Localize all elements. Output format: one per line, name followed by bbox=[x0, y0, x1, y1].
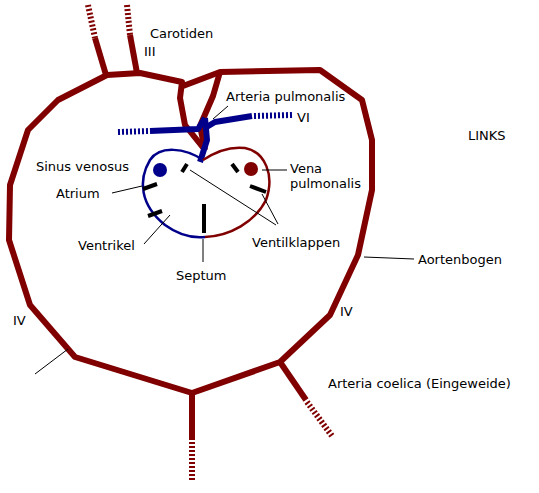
side-label: LINKS bbox=[468, 128, 506, 143]
leader-line bbox=[262, 194, 278, 224]
pulmonary-vein-dot bbox=[244, 162, 258, 176]
part-label: Sinus venosus bbox=[36, 159, 129, 174]
valve bbox=[250, 186, 266, 192]
valve bbox=[232, 164, 238, 172]
coeliac-dashed bbox=[307, 402, 332, 436]
part-label: Septum bbox=[176, 268, 227, 283]
heart-arterial-side bbox=[203, 148, 269, 237]
arch-number: IV bbox=[13, 313, 26, 328]
valve bbox=[148, 211, 162, 216]
septum bbox=[202, 204, 206, 233]
arch-number: III bbox=[144, 44, 156, 59]
leader-line bbox=[262, 170, 287, 171]
leader-line bbox=[190, 170, 276, 225]
carotid-dashed bbox=[88, 5, 95, 38]
arch-number: IV bbox=[340, 304, 353, 319]
vessel-label: Arteria pulmonalis bbox=[226, 89, 345, 104]
carotid-dashed bbox=[127, 5, 130, 35]
dorsal-aorta bbox=[189, 393, 195, 440]
valve bbox=[143, 184, 157, 189]
pulmonary-artery bbox=[205, 116, 252, 128]
leader-line bbox=[144, 215, 170, 244]
vessel-label: Carotiden bbox=[150, 26, 213, 41]
vessel-label: Arteria coelica (Eingeweide) bbox=[328, 376, 511, 391]
carotid-artery bbox=[130, 35, 137, 73]
sinus-venosus-dot bbox=[153, 163, 167, 177]
part-label: Atrium bbox=[56, 186, 100, 201]
valve bbox=[182, 164, 187, 172]
pulmonary-artery bbox=[200, 118, 207, 162]
pulmonary-artery bbox=[150, 118, 205, 131]
vessel-label: Aortenbogen bbox=[418, 252, 502, 267]
carotid-artery bbox=[95, 38, 106, 75]
coeliac-artery bbox=[280, 362, 306, 400]
leader-line bbox=[213, 106, 228, 119]
leader-line bbox=[203, 239, 204, 262]
leader-line bbox=[364, 257, 414, 259]
aortic-arch bbox=[9, 70, 372, 393]
pulmonary-dashed bbox=[254, 115, 292, 116]
vessel-label: Vena pulmonalis bbox=[290, 161, 370, 191]
leader-line bbox=[35, 349, 68, 374]
pulmonary-dashed bbox=[118, 131, 150, 132]
heart-venous-side bbox=[143, 150, 205, 237]
part-label: Ventilklappen bbox=[252, 235, 340, 250]
aorta-dashed bbox=[189, 442, 195, 482]
aortic-arch bbox=[200, 72, 220, 150]
leader-line bbox=[112, 186, 142, 193]
part-label: Ventrikel bbox=[78, 238, 135, 253]
arch-number: VI bbox=[297, 110, 310, 125]
